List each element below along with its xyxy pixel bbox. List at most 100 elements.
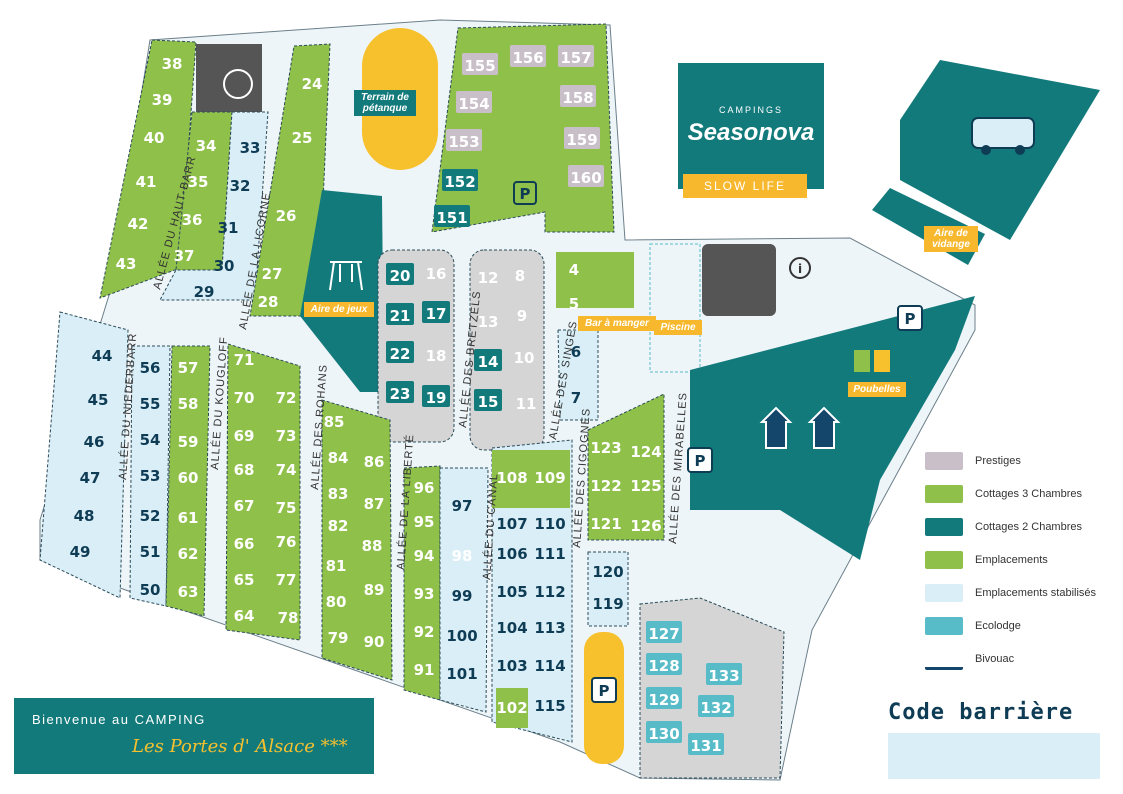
trash-label: Poubelles [848,382,906,397]
lot-5-number: 5 [569,295,579,313]
lot-28-number: 28 [258,293,279,311]
lot-121-number: 121 [590,515,621,533]
lot-90: 90 [364,633,385,651]
lot-32-number: 32 [230,177,251,195]
lot-103-number: 103 [496,657,527,675]
lot-48-number: 48 [74,507,95,525]
lot-73-number: 73 [276,427,297,445]
lot-98: 98 [452,547,473,565]
svg-text:P: P [599,682,610,700]
bivouac-icon [759,406,841,449]
lot-113-number: 113 [534,619,565,637]
slogan-badge: SLOW LIFE [683,174,807,198]
lot-153-tile [446,129,482,151]
lot-36-number: 36 [182,211,203,229]
bar-label: Bar à manger [578,316,656,331]
legend-swatch [925,617,963,635]
lot-12: 12 [478,269,499,287]
legend-item: Cottages 3 Chambres [925,483,1082,505]
lot-35: 35 [188,173,209,191]
lot-100: 100 [446,627,477,645]
lot-14-number: 14 [478,353,499,371]
lot-38: 38 [162,55,183,73]
vidange-label: Aire de vidange [924,226,978,252]
lot-111-number: 111 [534,545,565,563]
lot-15-tile [474,389,502,411]
lot-19-tile [422,385,450,407]
lot-8: 8 [515,267,525,285]
lot-66-number: 66 [234,535,255,553]
lot-82-number: 82 [328,517,349,535]
lot-65-number: 65 [234,571,255,589]
legend-item: Prestiges [925,450,1021,472]
lot-60-number: 60 [178,469,199,487]
lot-93-number: 93 [414,585,435,603]
lot-129-tile [646,687,682,709]
lot-layer: 3839404142433435363733323130292425262728… [70,45,742,755]
lot-34-number: 34 [196,137,217,155]
lot-131-number: 131 [690,737,721,755]
lot-126: 126 [630,517,661,535]
lot-52-number: 52 [140,507,161,525]
lot-96: 96 [414,479,435,497]
lot-89-number: 89 [364,581,385,599]
lot-11-number: 11 [516,395,537,413]
lot-29-number: 29 [194,283,215,301]
lot-121: 121 [590,515,621,533]
lot-51-number: 51 [140,543,161,561]
lot-113: 113 [534,619,565,637]
lot-151-number: 151 [436,209,467,227]
lot-84-number: 84 [328,449,349,467]
lot-15-number: 15 [478,393,499,411]
sanitary-block [196,44,262,112]
barrier-code-field[interactable] [888,733,1100,779]
lot-79-number: 79 [328,629,349,647]
lot-63: 63 [178,583,199,601]
lot-86: 86 [364,453,385,471]
lot-9-number: 9 [517,307,527,325]
lot-100-number: 100 [446,627,477,645]
legend-label: Prestiges [975,455,1021,467]
camper-zone [900,60,1100,240]
lot-94: 94 [414,547,435,565]
lot-46-number: 46 [84,433,105,451]
lot-106: 106 [496,545,527,563]
lot-160-number: 160 [570,169,601,187]
lot-70-number: 70 [234,389,255,407]
lot-109-number: 109 [534,469,565,487]
barrier-code: Code barrière [888,700,1100,779]
lot-112-number: 112 [534,583,565,601]
lot-51: 51 [140,543,161,561]
lot-158-tile [560,85,596,107]
lot-40-number: 40 [144,129,165,147]
lot-58: 58 [178,395,199,413]
lot-34: 34 [196,137,217,155]
lot-105-number: 105 [496,583,527,601]
lot-52: 52 [140,507,161,525]
lot-155-tile [462,53,498,75]
lot-92-number: 92 [414,623,435,641]
lot-54-number: 54 [140,431,161,449]
lot-127-number: 127 [648,625,679,643]
lot-125-number: 125 [630,477,661,495]
lot-76-number: 76 [276,533,297,551]
lot-80-number: 80 [326,593,347,611]
lot-74-number: 74 [276,461,297,479]
lot-24-number: 24 [302,75,323,93]
lot-151-tile [434,205,470,227]
lot-46: 46 [84,433,105,451]
lot-119: 119 [592,595,623,613]
lot-83: 83 [328,485,349,503]
lot-36: 36 [182,211,203,229]
lot-126-number: 126 [630,517,661,535]
lot-22: 22 [386,341,414,363]
lot-158-number: 158 [562,89,593,107]
lot-17: 17 [422,301,450,323]
lot-4: 4 [569,261,579,279]
lot-130: 130 [646,721,682,743]
legend-item: Emplacements [925,549,1048,571]
lot-74: 74 [276,461,297,479]
lot-154-tile [456,91,492,113]
lot-25-number: 25 [292,129,313,147]
